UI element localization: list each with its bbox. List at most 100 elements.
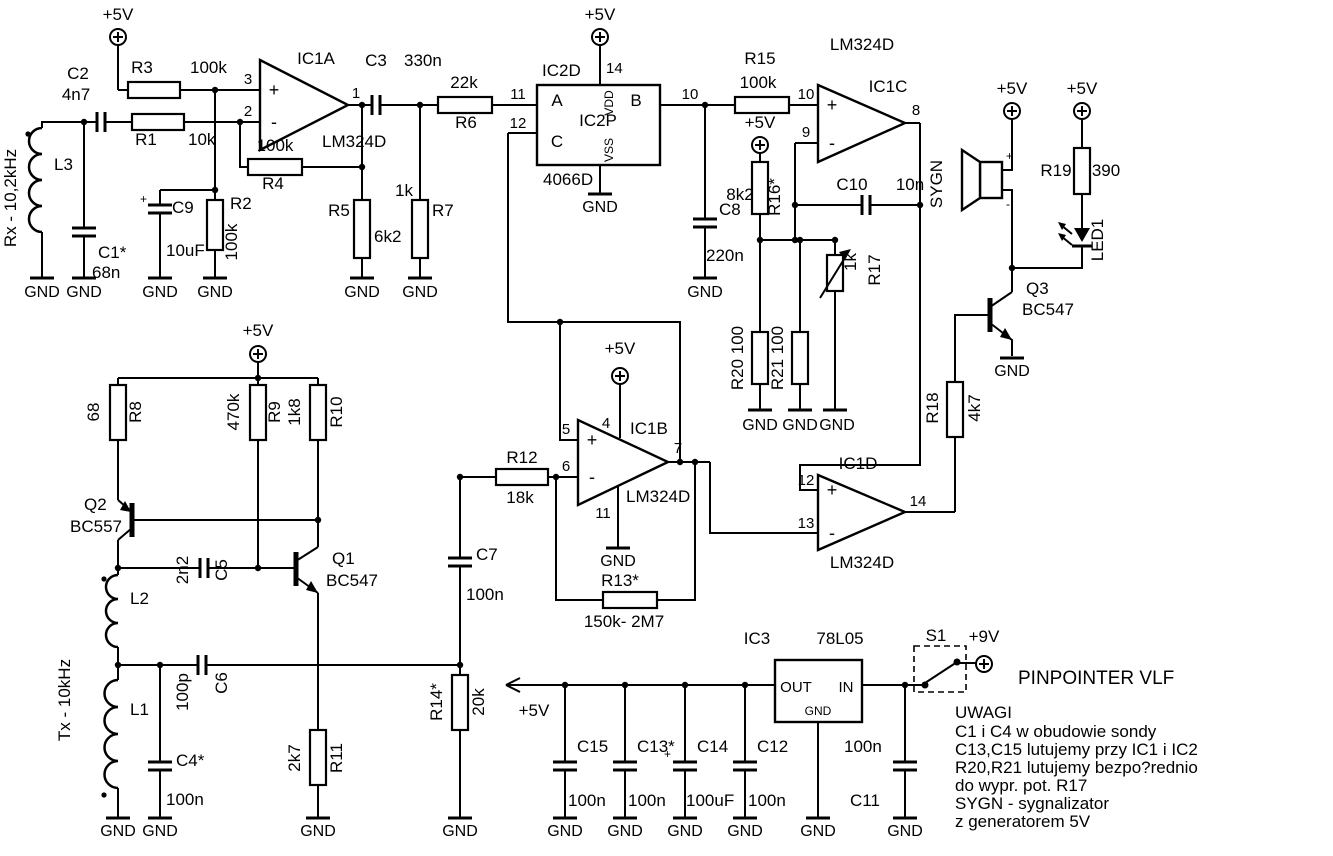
ic1a-pin1: 1 bbox=[352, 85, 360, 102]
r7-ref: R7 bbox=[432, 201, 454, 220]
ic1b-minus-sign: - bbox=[589, 467, 595, 487]
resistor-r1 bbox=[130, 112, 186, 132]
switch-s1 bbox=[913, 645, 967, 693]
ic1d-pin12: 12 bbox=[798, 472, 815, 489]
r12-val: 18k bbox=[506, 488, 534, 507]
r7-val: 1k bbox=[395, 181, 413, 200]
led1-symbol bbox=[1058, 222, 1092, 248]
r11-ref: R11 bbox=[327, 743, 346, 773]
gnd-label: GND bbox=[887, 823, 923, 840]
r13-ref: R13* bbox=[601, 571, 639, 590]
ic1d-minus-sign: - bbox=[829, 523, 835, 543]
resistor-r6 bbox=[436, 95, 494, 115]
c1-val: 68n bbox=[92, 263, 120, 282]
transistor-q3 bbox=[987, 298, 1012, 340]
cap-c6 bbox=[196, 655, 208, 675]
ic3-78l05-box bbox=[773, 658, 864, 724]
gnd-label: GND bbox=[300, 823, 336, 840]
p5v-label: +5V bbox=[243, 321, 274, 340]
r2-val: 100k bbox=[222, 223, 241, 260]
c9-polarity: + bbox=[140, 192, 147, 206]
c6-ref: C6 bbox=[212, 672, 231, 694]
resistor-r15 bbox=[733, 95, 791, 115]
ic1a-pin2: 2 bbox=[244, 103, 252, 120]
ic1c-plus-sign: + bbox=[827, 95, 838, 115]
cap-c4 bbox=[148, 760, 172, 772]
q1-ref: Q1 bbox=[332, 549, 355, 568]
wires-switch-ic2 bbox=[507, 45, 818, 462]
ic1b-pin5: 5 bbox=[562, 421, 570, 438]
ic1d-pin14: 14 bbox=[910, 493, 927, 510]
c9-val: 10uF bbox=[166, 241, 205, 260]
p5v-rail-label: +5V bbox=[519, 701, 550, 720]
p5v-label: +5V bbox=[605, 339, 636, 358]
resistor-r10 bbox=[308, 383, 328, 442]
resistor-r12 bbox=[494, 467, 550, 487]
cap-c12 bbox=[733, 760, 757, 772]
ic2-b: B bbox=[630, 91, 641, 110]
c13-val: 100n bbox=[628, 791, 666, 810]
r5-ref: R5 bbox=[328, 201, 350, 220]
coil-l1 bbox=[103, 678, 119, 790]
gnd-label: GND bbox=[687, 284, 723, 301]
ic1a-pin3: 3 bbox=[244, 71, 252, 88]
ic1d-pin13: 13 bbox=[798, 515, 815, 532]
q1-val: BC547 bbox=[326, 571, 378, 590]
gnd-label: GND bbox=[600, 553, 636, 570]
ic2-part: 4066D bbox=[543, 170, 593, 189]
cap-c13 bbox=[613, 760, 637, 772]
r16-ref: R16* bbox=[765, 178, 784, 216]
r12-ref: R12 bbox=[506, 448, 537, 467]
coil-polarity-dot bbox=[101, 792, 107, 798]
ic2-ref: IC2P bbox=[579, 111, 617, 130]
r2-ref: R2 bbox=[230, 194, 252, 213]
opamp-ic1b bbox=[576, 418, 671, 507]
c13-ref: C13* bbox=[637, 737, 675, 756]
ic1d-ref: IC1D bbox=[839, 454, 878, 473]
opamp-ic1d bbox=[816, 473, 909, 552]
cap-c8 bbox=[693, 217, 717, 229]
c11-ref: C11 bbox=[850, 791, 880, 810]
ic1b-plus-sign: + bbox=[587, 430, 598, 450]
note-line: SYGN - sygnalizator bbox=[955, 794, 1109, 813]
c7-ref: C7 bbox=[476, 545, 498, 564]
r3-val: 100k bbox=[190, 58, 227, 77]
sygn-label: SYGN bbox=[927, 160, 946, 208]
p5v-label: +5V bbox=[1067, 79, 1098, 98]
cap-c7 bbox=[448, 556, 472, 568]
gnd-label: GND bbox=[782, 417, 818, 434]
c5-val: 2n2 bbox=[173, 556, 192, 584]
ic2-vss: VSS bbox=[602, 138, 616, 162]
note-line: C13,C15 lutujemy przy IC1 i IC2 bbox=[955, 740, 1198, 759]
ic1c-part: LM324D bbox=[830, 35, 894, 54]
ic1b-pin7: 7 bbox=[674, 440, 682, 457]
supply-symbols bbox=[109, 28, 1091, 673]
transistors bbox=[120, 298, 1012, 593]
l2-ref: L2 bbox=[130, 589, 149, 608]
cap-c10 bbox=[860, 195, 872, 215]
ic3-ref: IC3 bbox=[744, 629, 770, 648]
led1-ref: LED1 bbox=[1088, 219, 1107, 262]
opamp-ic1a bbox=[258, 58, 351, 152]
plus5v-symbol bbox=[1073, 102, 1091, 120]
resistor-r21 bbox=[790, 330, 810, 386]
note-line: C1 i C4 w obudowie sondy bbox=[955, 722, 1157, 741]
opamps bbox=[258, 58, 909, 552]
q3-val: BC547 bbox=[1022, 300, 1074, 319]
speaker-minus: - bbox=[1006, 197, 1010, 211]
ic1a-ref: IC1A bbox=[297, 49, 335, 68]
ic1b-pin4: 4 bbox=[602, 415, 610, 432]
r6-val: 22k bbox=[450, 73, 478, 92]
r5-val: 6k2 bbox=[374, 227, 401, 246]
gnd-label: GND bbox=[800, 823, 836, 840]
plus5v-symbol bbox=[109, 28, 127, 46]
cap-c1 bbox=[72, 226, 96, 238]
ground-bars bbox=[30, 192, 1024, 820]
note-line: R20,R21 lutujemy bezpo?rednio bbox=[955, 758, 1198, 777]
notes-heading: UWAGI bbox=[955, 703, 1012, 722]
r10-val: 1k8 bbox=[285, 398, 304, 425]
resistor-r20 bbox=[750, 330, 770, 386]
coil-l2 bbox=[104, 573, 119, 649]
ic1b-ref: IC1B bbox=[630, 419, 668, 438]
